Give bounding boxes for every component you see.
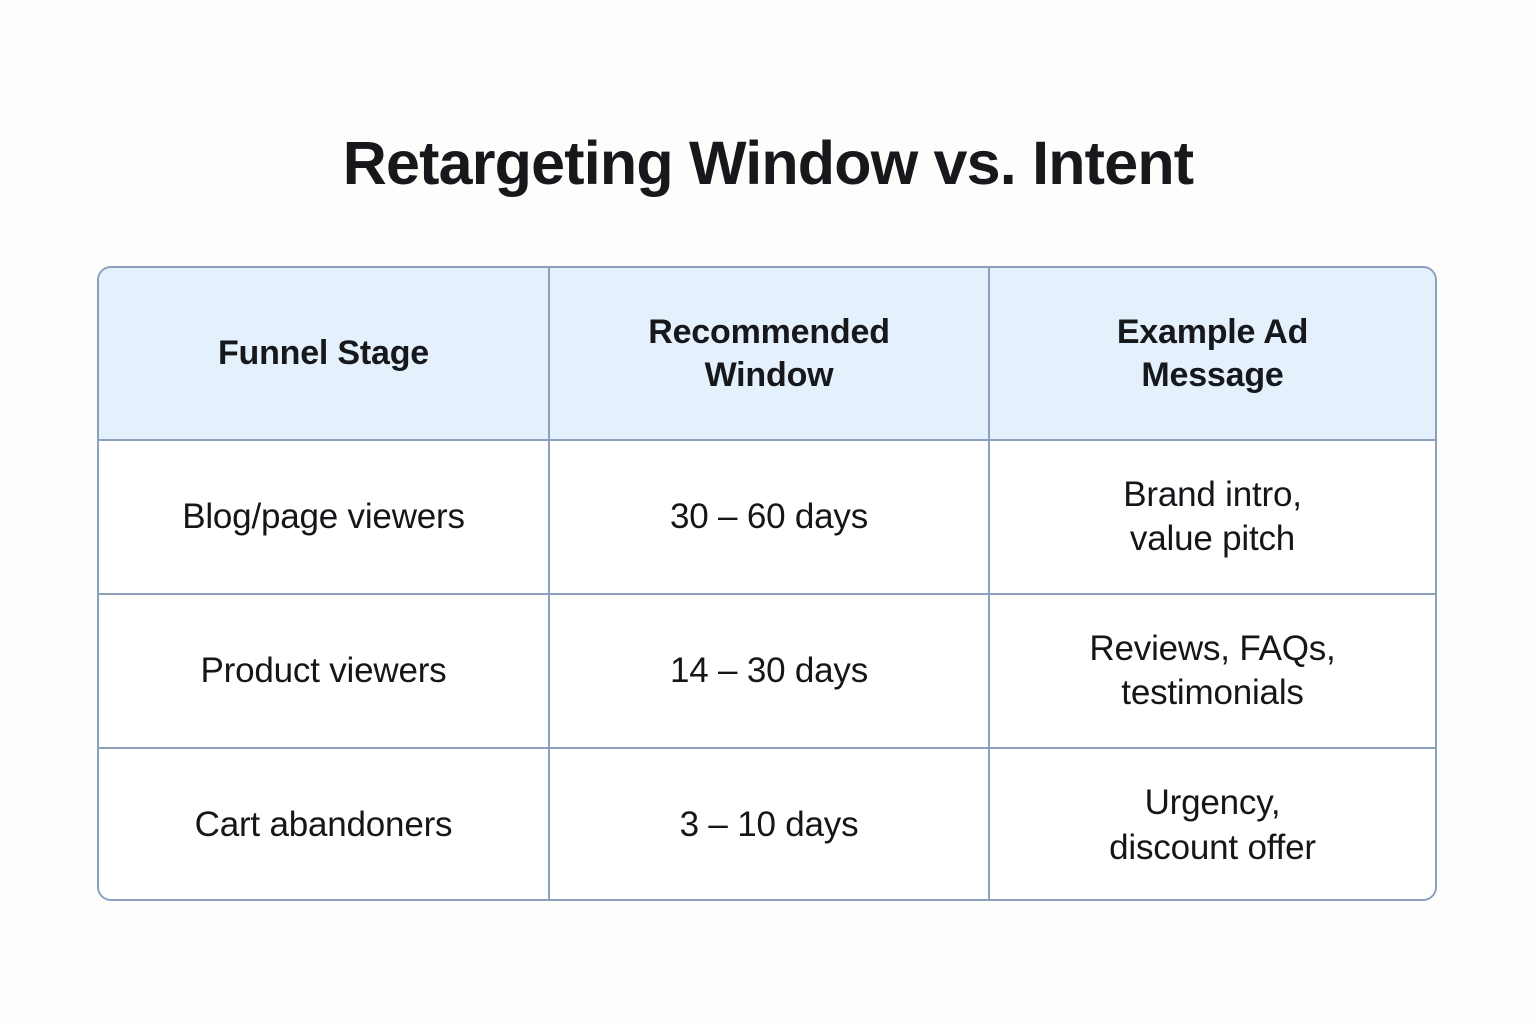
column-header-funnel-stage-line1: Funnel Stage <box>217 334 430 373</box>
cell-example-ad-message: Urgency, discount offer <box>989 748 1435 899</box>
cell-example-ad-message-line1: Reviews, FAQs, <box>1089 628 1336 668</box>
table-header-row: Funnel Stage Recommended Window Example … <box>99 268 1435 441</box>
column-header-example-ad-message: Example Ad Message <box>989 268 1435 441</box>
column-header-recommended-window: Recommended Window <box>549 268 990 441</box>
column-header-example-ad-message-line2: Message <box>1141 355 1284 394</box>
cell-funnel-stage: Cart abandoners <box>99 748 550 899</box>
column-header-funnel-stage: Funnel Stage <box>99 268 550 441</box>
cell-example-ad-message-line2: value pitch <box>1129 519 1296 558</box>
table-row: Product viewers 14 – 30 days Reviews, FA… <box>99 594 1435 749</box>
cell-example-ad-message-line2: discount offer <box>1109 827 1316 867</box>
table-body: Blog/page viewers 30 – 60 days Brand int… <box>99 440 1435 899</box>
cell-funnel-stage: Blog/page viewers <box>99 440 550 595</box>
page-title: Retargeting Window vs. Intent <box>342 129 1194 197</box>
cell-example-ad-message-line1: Urgency, <box>1144 783 1281 823</box>
cell-recommended-window: 30 – 60 days <box>549 440 990 595</box>
cell-recommended-window: 14 – 30 days <box>549 594 990 749</box>
cell-example-ad-message-line1: Brand intro, <box>1123 474 1302 514</box>
cell-example-ad-message-line2: testimonials <box>1121 673 1304 712</box>
retargeting-table: Funnel Stage Recommended Window Example … <box>97 266 1437 901</box>
column-header-example-ad-message-line1: Example Ad <box>1116 312 1309 351</box>
table-row: Blog/page viewers 30 – 60 days Brand int… <box>99 440 1435 595</box>
cell-funnel-stage: Product viewers <box>99 594 550 749</box>
cell-example-ad-message: Reviews, FAQs, testimonials <box>989 594 1435 749</box>
cell-recommended-window: 3 – 10 days <box>549 748 990 899</box>
cell-example-ad-message: Brand intro, value pitch <box>989 440 1435 595</box>
table-header: Funnel Stage Recommended Window Example … <box>99 268 1435 441</box>
table-row: Cart abandoners 3 – 10 days Urgency, dis… <box>99 748 1435 899</box>
column-header-recommended-window-line2: Window <box>704 355 834 394</box>
column-header-recommended-window-line1: Recommended <box>648 312 890 351</box>
comparison-table: Funnel Stage Recommended Window Example … <box>99 268 1435 899</box>
